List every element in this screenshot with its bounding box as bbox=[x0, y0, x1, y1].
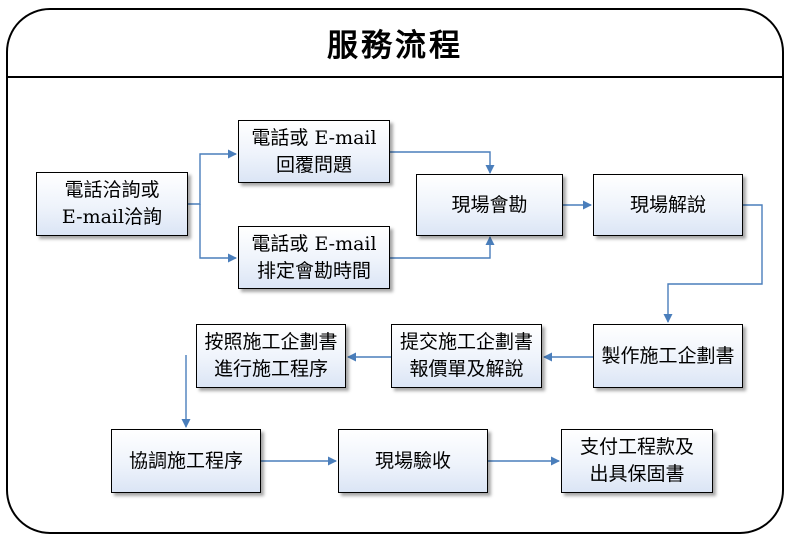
node-site-survey-label: 現場會勘 bbox=[451, 193, 528, 216]
node-make-plan: 製作施工企劃書 bbox=[593, 324, 743, 388]
node-site-explain: 現場解說 bbox=[593, 174, 743, 236]
node-coordinate-label: 協調施工程序 bbox=[128, 449, 243, 472]
node-payment-line1: 支付工程款及 bbox=[579, 436, 694, 458]
arrow-inquiry-to-schedule bbox=[199, 204, 237, 263]
node-reply-line1: 電話或 E-mail bbox=[251, 126, 377, 149]
node-coordinate: 協調施工程序 bbox=[111, 429, 261, 493]
node-inquiry-line1: 電話洽詢或 bbox=[64, 179, 160, 201]
node-schedule-line2: 排定會勘時間 bbox=[256, 259, 371, 282]
node-inquiry-line2: E-mail洽詢 bbox=[61, 206, 163, 228]
node-inquiry: 電話洽詢或 E-mail洽詢 bbox=[36, 172, 188, 236]
node-execute-line1: 按照施工企劃書 bbox=[204, 331, 338, 353]
title-bar: 服務流程 bbox=[6, 8, 784, 78]
node-submit-plan-line2: 報價單及解說 bbox=[409, 358, 524, 380]
arrow-schedule-to-survey bbox=[390, 236, 495, 259]
arrow-reply-to-survey bbox=[390, 151, 495, 174]
node-submit-plan: 提交施工企劃書 報價單及解說 bbox=[391, 324, 542, 388]
node-execute-line2: 進行施工程序 bbox=[213, 358, 328, 380]
node-make-plan-label: 製作施工企劃書 bbox=[601, 344, 735, 367]
node-execute: 按照施工企劃書 進行施工程序 bbox=[196, 324, 346, 388]
arrow-inquiry-to-reply bbox=[188, 149, 237, 205]
node-schedule-line1: 電話或 E-mail bbox=[251, 232, 377, 255]
node-acceptance-label: 現場驗收 bbox=[374, 449, 451, 472]
node-site-survey: 現場會勘 bbox=[416, 174, 563, 236]
diagram-title: 服務流程 bbox=[327, 27, 463, 64]
node-reply-line2: 回覆問題 bbox=[275, 153, 352, 176]
node-payment-line2: 出具保固書 bbox=[589, 463, 685, 485]
node-payment: 支付工程款及 出具保固書 bbox=[561, 429, 713, 493]
node-acceptance: 現場驗收 bbox=[338, 429, 488, 493]
node-schedule: 電話或 E-mail 排定會勘時間 bbox=[238, 226, 390, 289]
arrow-explain-to-plan bbox=[663, 204, 763, 323]
node-submit-plan-line1: 提交施工企劃書 bbox=[399, 331, 533, 353]
node-reply: 電話或 E-mail 回覆問題 bbox=[238, 120, 390, 183]
node-site-explain-label: 現場解說 bbox=[629, 193, 706, 216]
